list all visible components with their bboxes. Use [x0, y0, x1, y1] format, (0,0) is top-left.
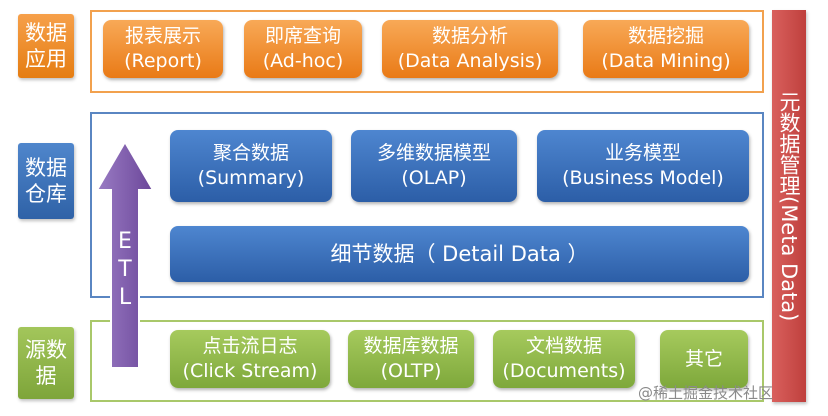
label-data-application: 数据应用 — [18, 14, 74, 78]
box-report: 报表展示 (Report) — [103, 20, 223, 78]
etl-letter: T — [118, 257, 132, 282]
box-other: 其它 — [660, 330, 748, 388]
meta-data-bar: 元数据管理(Meta Data) — [772, 10, 806, 402]
box-click-stream: 点击流日志 (Click Stream) — [170, 330, 330, 388]
etl-letter: L — [118, 285, 132, 310]
box-ad-hoc: 即席查询 (Ad-hoc) — [244, 20, 362, 78]
box-business-model: 业务模型 (Business Model) — [537, 130, 749, 202]
etl-arrow-icon — [95, 140, 155, 369]
label-data-warehouse: 数据仓库 — [18, 143, 74, 219]
etl-label: E T L — [113, 228, 137, 312]
box-data-analysis: 数据分析 (Data Analysis) — [382, 20, 558, 78]
box-summary: 聚合数据 (Summary) — [170, 130, 332, 202]
box-olap: 多维数据模型 (OLAP) — [351, 130, 517, 202]
watermark: @稀土掘金技术社区 — [638, 384, 774, 402]
box-data-mining: 数据挖掘 (Data Mining) — [583, 20, 749, 78]
box-oltp: 数据库数据 (OLTP) — [348, 330, 474, 388]
box-documents: 文档数据 (Documents) — [493, 330, 635, 388]
label-source-data: 源数据 — [18, 327, 74, 399]
etl-letter: E — [118, 229, 132, 254]
box-detail-data: 细节数据（ Detail Data ） — [170, 226, 749, 282]
